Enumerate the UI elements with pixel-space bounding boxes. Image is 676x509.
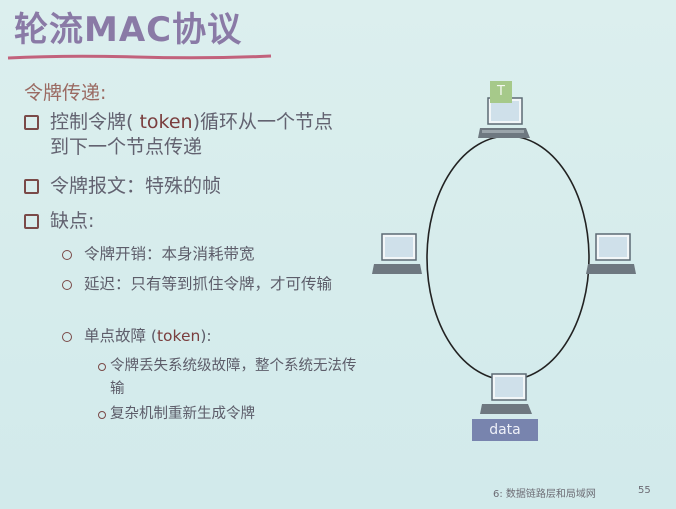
computer-icon bbox=[586, 233, 636, 274]
bullet-drawbacks: 缺点: bbox=[24, 209, 340, 234]
sub-bullet-single-point-failure: 单点故障 (token): bbox=[62, 324, 344, 348]
computer-icon bbox=[372, 233, 422, 274]
sub-bullet-text: 令牌开销：本身消耗带宽 bbox=[84, 245, 255, 263]
token-label: T bbox=[490, 81, 512, 103]
sub-bullet-text: 单点故障 ( bbox=[84, 327, 157, 345]
title-underline bbox=[7, 54, 272, 60]
square-bullet-icon bbox=[24, 115, 39, 130]
token-term: token bbox=[156, 327, 201, 345]
sub-sub-bullet-text: 复杂机制重新生成令牌 bbox=[110, 406, 255, 422]
bullet-token-control: 控制令牌( token)循环从一个节点到下一个节点传递 bbox=[24, 110, 340, 160]
circle-bullet-icon bbox=[62, 280, 72, 290]
subheading: 令牌传递: bbox=[24, 82, 107, 104]
slide-footer: 6: 数据链路层和局域网 bbox=[493, 489, 596, 500]
computer-icon bbox=[480, 373, 532, 414]
token-term: token bbox=[139, 111, 193, 133]
bullet-text: 缺点: bbox=[50, 210, 95, 232]
sub-bullet-text: ): bbox=[200, 327, 212, 345]
bullet-text: 令牌报文：特殊的帧 bbox=[50, 175, 222, 197]
sub-bullet-latency: 延迟：只有等到抓住令牌，才可传输 bbox=[62, 272, 334, 296]
square-bullet-icon bbox=[24, 214, 39, 229]
sub-sub-bullet-regenerate: 复杂机制重新生成令牌 bbox=[98, 403, 360, 426]
sub-sub-bullet-token-loss: 令牌丢失系统级故障，整个系统无法传输 bbox=[98, 355, 362, 401]
computer-icon bbox=[478, 97, 530, 138]
slide-title: 轮流MAC协议 bbox=[14, 10, 243, 50]
circle-bullet-icon bbox=[98, 363, 106, 371]
data-label: data bbox=[472, 419, 538, 441]
sub-bullet-overhead: 令牌开销：本身消耗带宽 bbox=[62, 242, 344, 266]
ring-ellipse bbox=[426, 135, 590, 381]
bullet-token-frame: 令牌报文：特殊的帧 bbox=[24, 174, 340, 199]
sub-bullet-text: 延迟：只有等到抓住令牌，才可传输 bbox=[84, 275, 333, 293]
bullet-text: 控制令牌( bbox=[50, 111, 140, 133]
circle-bullet-icon bbox=[98, 411, 106, 419]
circle-bullet-icon bbox=[62, 250, 72, 260]
square-bullet-icon bbox=[24, 179, 39, 194]
sub-sub-bullet-text: 令牌丢失系统级故障，整个系统无法传输 bbox=[110, 358, 357, 397]
circle-bullet-icon bbox=[62, 332, 72, 342]
page-number: 55 bbox=[638, 485, 651, 496]
bullet-text: )循环从一个节点到下一个节点传递 bbox=[50, 111, 334, 158]
